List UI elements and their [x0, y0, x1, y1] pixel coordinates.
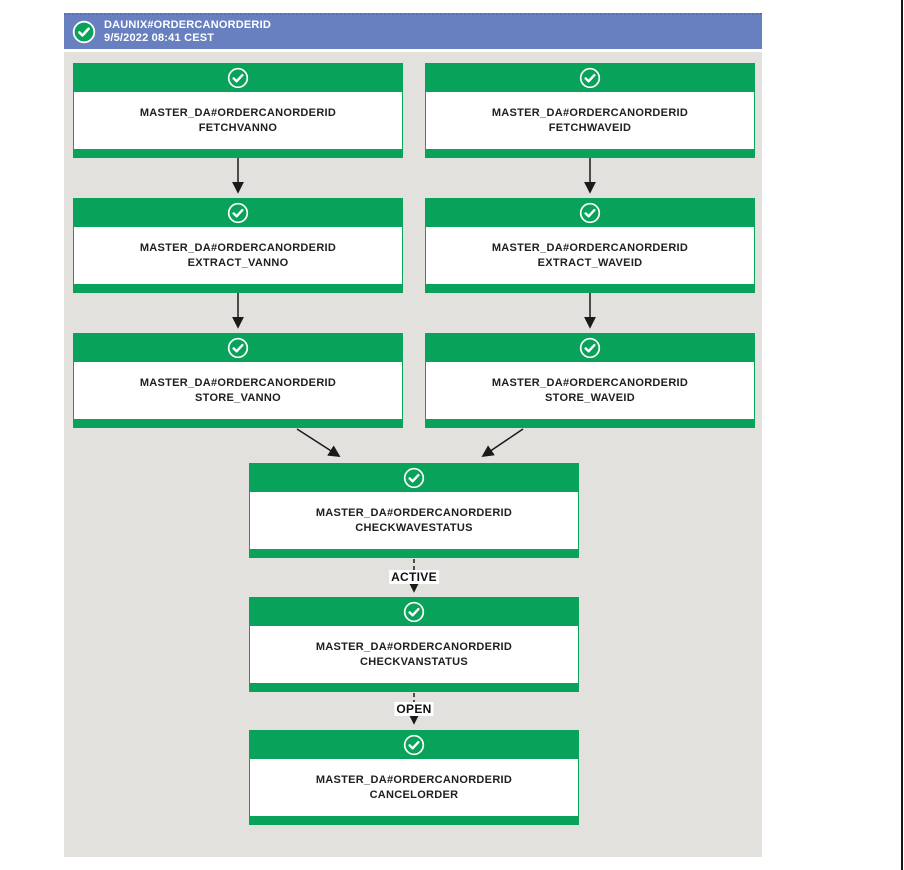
- node-status-bar: [426, 64, 754, 92]
- node-subtitle: STORE_VANNO: [194, 391, 282, 404]
- task-node-cancelorder[interactable]: MASTER_DA#ORDERCANORDERID CANCELORDER: [249, 730, 579, 825]
- node-subtitle: CHECKWAVESTATUS: [355, 521, 473, 534]
- node-footer-bar: [250, 816, 578, 824]
- chain-timestamp: 9/5/2022 08:41 CEST: [104, 32, 215, 44]
- node-title: MASTER_DA#ORDERCANORDERID: [139, 241, 337, 254]
- chain-header[interactable]: DAUNIX#ORDERCANORDERID 9/5/2022 08:41 CE…: [64, 13, 762, 49]
- node-subtitle: EXTRACT_VANNO: [187, 256, 289, 269]
- node-subtitle: EXTRACT_WAVEID: [537, 256, 643, 269]
- node-footer-bar: [250, 549, 578, 557]
- check-circle-icon: [403, 734, 425, 756]
- node-subtitle: FETCHWAVEID: [548, 121, 632, 134]
- check-circle-icon: [72, 20, 96, 44]
- node-subtitle: CHECKVANSTATUS: [359, 655, 469, 668]
- task-node-fetchwaveid[interactable]: MASTER_DA#ORDERCANORDERID FETCHWAVEID: [425, 63, 755, 158]
- node-status-bar: [250, 464, 578, 492]
- node-title: MASTER_DA#ORDERCANORDERID: [491, 376, 689, 389]
- node-subtitle: STORE_WAVEID: [545, 391, 635, 404]
- node-status-bar: [250, 598, 578, 626]
- check-circle-icon: [579, 202, 601, 224]
- check-circle-icon: [403, 467, 425, 489]
- task-node-fetchvanno[interactable]: MASTER_DA#ORDERCANORDERID FETCHVANNO: [73, 63, 403, 158]
- node-footer-bar: [250, 683, 578, 691]
- node-status-bar: [426, 334, 754, 362]
- task-node-store-vanno[interactable]: MASTER_DA#ORDERCANORDERID STORE_VANNO: [73, 333, 403, 428]
- task-node-store-waveid[interactable]: MASTER_DA#ORDERCANORDERID STORE_WAVEID: [425, 333, 755, 428]
- check-circle-icon: [579, 337, 601, 359]
- node-status-bar: [74, 64, 402, 92]
- node-title: MASTER_DA#ORDERCANORDERID: [315, 773, 513, 786]
- node-title: MASTER_DA#ORDERCANORDERID: [491, 241, 689, 254]
- task-node-extract-waveid[interactable]: MASTER_DA#ORDERCANORDERID EXTRACT_WAVEID: [425, 198, 755, 293]
- edge-label-active: ACTIVE: [389, 570, 439, 584]
- node-title: MASTER_DA#ORDERCANORDERID: [315, 506, 513, 519]
- check-circle-icon: [579, 67, 601, 89]
- check-circle-icon: [227, 67, 249, 89]
- node-status-bar: [250, 731, 578, 759]
- node-footer-bar: [74, 284, 402, 292]
- node-footer-bar: [74, 419, 402, 427]
- task-node-extract-vanno[interactable]: MASTER_DA#ORDERCANORDERID EXTRACT_VANNO: [73, 198, 403, 293]
- node-subtitle: CANCELORDER: [369, 788, 459, 801]
- node-status-bar: [426, 199, 754, 227]
- node-footer-bar: [426, 149, 754, 157]
- check-circle-icon: [227, 202, 249, 224]
- node-footer-bar: [426, 284, 754, 292]
- node-title: MASTER_DA#ORDERCANORDERID: [315, 640, 513, 653]
- node-footer-bar: [426, 419, 754, 427]
- window-right-border: [901, 0, 903, 870]
- node-title: MASTER_DA#ORDERCANORDERID: [139, 376, 337, 389]
- check-circle-icon: [227, 337, 249, 359]
- node-status-bar: [74, 199, 402, 227]
- node-title: MASTER_DA#ORDERCANORDERID: [139, 106, 337, 119]
- node-status-bar: [74, 334, 402, 362]
- node-subtitle: FETCHVANNO: [198, 121, 278, 134]
- task-node-checkwavestatus[interactable]: MASTER_DA#ORDERCANORDERID CHECKWAVESTATU…: [249, 463, 579, 558]
- task-node-checkvanstatus[interactable]: MASTER_DA#ORDERCANORDERID CHECKVANSTATUS: [249, 597, 579, 692]
- edge-label-open: OPEN: [394, 702, 434, 716]
- check-circle-icon: [403, 601, 425, 623]
- node-title: MASTER_DA#ORDERCANORDERID: [491, 106, 689, 119]
- chain-title: DAUNIX#ORDERCANORDERID: [104, 19, 271, 31]
- node-footer-bar: [74, 149, 402, 157]
